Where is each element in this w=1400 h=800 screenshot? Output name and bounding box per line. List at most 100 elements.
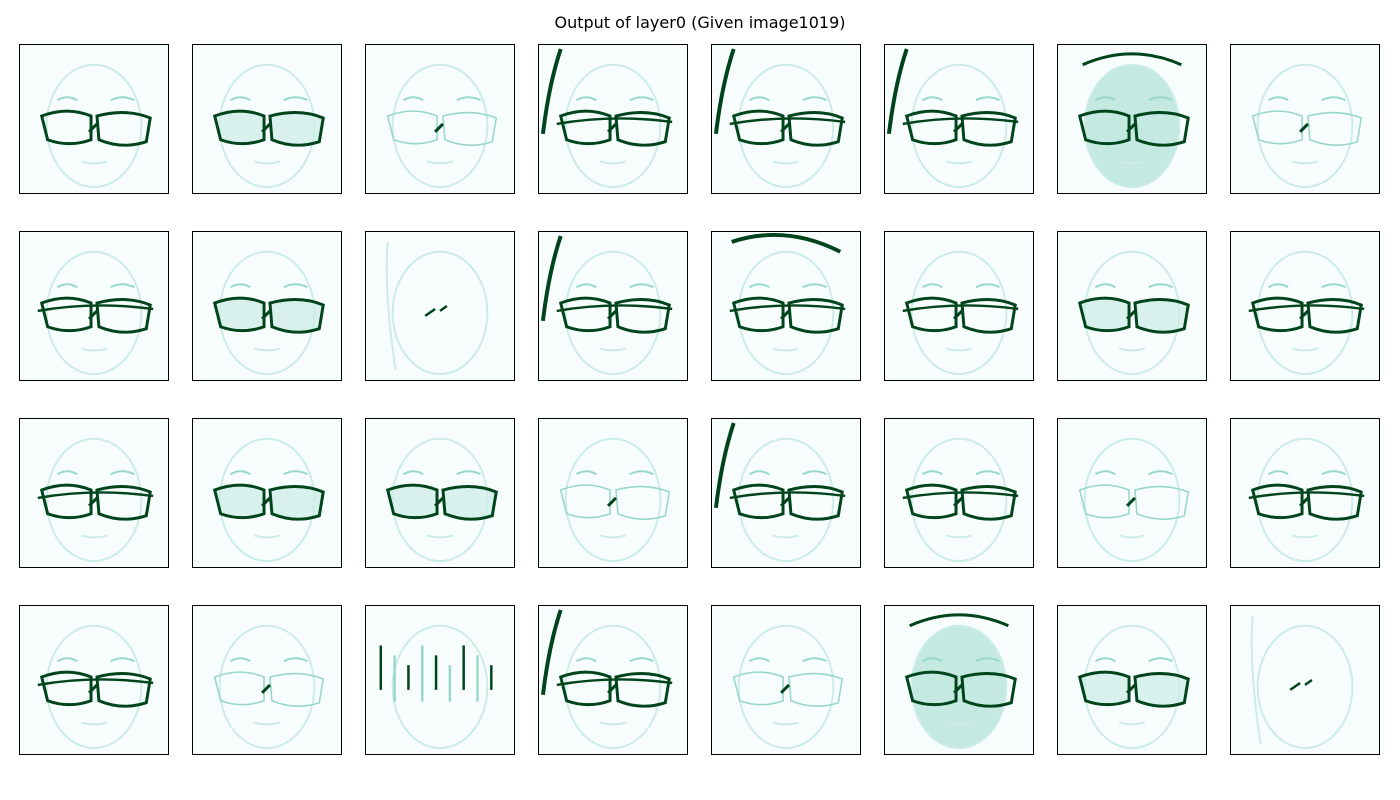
feature-map-panel: [1230, 44, 1380, 194]
glasses-bridge: [88, 683, 99, 694]
horizontal-edge: [729, 117, 846, 126]
feature-map-image: [366, 606, 514, 754]
glasses-right-lens: [269, 672, 325, 707]
hair-edge: [1082, 52, 1182, 67]
left-brow: [748, 283, 770, 289]
face-outline: [564, 250, 662, 376]
mouth-edge: [1118, 160, 1146, 165]
glasses-left-lens: [904, 109, 958, 146]
horizontal-edge: [556, 117, 673, 126]
feature-map-panel: [711, 418, 861, 568]
glasses-right-lens: [441, 485, 498, 521]
glasses-right-lens: [1307, 111, 1363, 146]
glasses-left-lens: [212, 296, 266, 333]
right-brow: [110, 283, 135, 289]
glasses-right-lens: [268, 111, 325, 147]
feature-map-panel: [365, 44, 515, 194]
mouth-edge: [945, 160, 973, 165]
feature-map-image: [1058, 45, 1206, 193]
face-outline: [737, 63, 835, 189]
feature-map-panel: [538, 605, 688, 755]
glasses-bridge: [1299, 496, 1310, 507]
feature-map-image: [885, 232, 1033, 380]
glasses-left-lens: [904, 296, 958, 333]
feature-map-image: [1231, 606, 1379, 754]
left-brow: [575, 657, 597, 663]
hair-edge: [909, 613, 1009, 628]
horizontal-edge: [902, 117, 1019, 126]
left-brow: [402, 96, 424, 102]
horizontal-edge: [1248, 304, 1365, 313]
face-outline: [391, 63, 489, 189]
hair-edge: [540, 609, 563, 696]
glasses-left-lens: [559, 484, 611, 519]
horizontal-edge: [729, 491, 846, 500]
right-brow: [802, 657, 827, 663]
left-brow: [921, 283, 943, 289]
mouth-edge: [253, 347, 281, 352]
glasses-right-lens: [268, 485, 325, 521]
glasses-left-lens: [386, 110, 438, 145]
horizontal-edge: [556, 304, 673, 313]
glasses-bridge: [434, 496, 445, 507]
mouth-edge: [80, 721, 108, 726]
right-brow: [1148, 470, 1173, 476]
feature-map-image: [1231, 45, 1379, 193]
glasses-left-lens: [39, 483, 93, 520]
glasses-bridge: [434, 122, 445, 133]
right-brow: [802, 96, 827, 102]
feature-map-image: [20, 45, 168, 193]
feature-map-image: [712, 419, 860, 567]
glasses-left-lens: [1078, 484, 1130, 519]
feature-map-panel: [365, 231, 515, 381]
glasses-left-lens: [1251, 110, 1303, 145]
feature-map-image: [193, 606, 341, 754]
feature-map-image: [1231, 419, 1379, 567]
heatmap-background: [366, 232, 514, 380]
hair-edge: [385, 241, 397, 371]
mouth-edge: [772, 534, 800, 539]
hair-edge: [886, 48, 909, 135]
left-brow: [575, 470, 597, 476]
hair-edge: [540, 48, 563, 135]
glasses-bridge: [607, 122, 618, 133]
left-brow: [748, 470, 770, 476]
glasses-bridge: [1126, 122, 1137, 133]
left-brow: [1094, 96, 1116, 102]
glasses-bridge: [607, 496, 618, 507]
right-brow: [283, 657, 308, 663]
right-brow: [975, 470, 1000, 476]
feature-map-panel: [884, 605, 1034, 755]
face-outline: [564, 437, 662, 563]
glasses-bridge: [1299, 309, 1310, 320]
left-brow: [56, 470, 78, 476]
horizontal-edge: [902, 304, 1019, 313]
left-brow: [921, 470, 943, 476]
feature-map-image: [885, 606, 1033, 754]
right-brow: [802, 470, 827, 476]
face-outline: [45, 250, 143, 376]
glasses-left-lens: [731, 109, 785, 146]
feature-map-image: [193, 45, 341, 193]
glasses-right-lens: [95, 111, 152, 147]
face-outline: [564, 63, 662, 189]
glasses-right-lens: [1134, 485, 1190, 520]
feature-map-image: [1058, 606, 1206, 754]
glasses-right-lens: [1306, 298, 1363, 334]
mouth-edge: [1118, 721, 1146, 726]
horizontal-edge: [37, 304, 154, 313]
mouth-edge: [772, 347, 800, 352]
glasses-bridge: [780, 122, 791, 133]
glasses-bridge: [1126, 309, 1137, 320]
heatmap-background: [1058, 419, 1206, 567]
mouth-edge: [772, 160, 800, 165]
feature-map-panel: [884, 418, 1034, 568]
right-brow: [975, 657, 1000, 663]
chart-title: Output of layer0 (Given image1019): [554, 13, 846, 32]
glasses-bridge: [953, 122, 964, 133]
right-brow: [283, 283, 308, 289]
mouth-edge: [945, 534, 973, 539]
mouth-edge: [253, 534, 281, 539]
mouth-edge: [253, 721, 281, 726]
activation-spot: [1289, 678, 1313, 691]
